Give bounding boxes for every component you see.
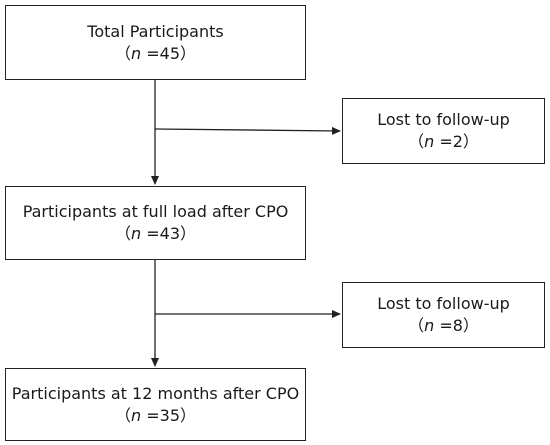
box-participants-full-load: Participants at full load after CPO （n =… xyxy=(5,186,306,260)
box-count: （n =45） xyxy=(114,43,196,63)
box-count: （n =43） xyxy=(114,224,196,243)
arrow-branch-lost1 xyxy=(154,126,341,135)
box-lost-to-follow-up-1: Lost to follow-up （n =2） xyxy=(342,98,545,164)
box-label: Lost to follow-up xyxy=(377,110,510,129)
box-count: （n =2） xyxy=(408,132,479,151)
box-lost-to-follow-up-2: Lost to follow-up （n =8） xyxy=(342,282,545,348)
box-total-participants: Total Participants （n =45） xyxy=(5,5,306,80)
box-count: （n =8） xyxy=(408,316,479,335)
box-label: Participants at 12 months after CPO xyxy=(11,383,300,403)
box-participants-12-months: Participants at 12 months after CPO （n =… xyxy=(5,368,306,441)
box-label: Participants at full load after CPO xyxy=(22,202,289,221)
box-label: Total Participants xyxy=(87,21,224,41)
box-count: （n =35） xyxy=(114,405,196,425)
box-label: Lost to follow-up xyxy=(377,294,510,313)
